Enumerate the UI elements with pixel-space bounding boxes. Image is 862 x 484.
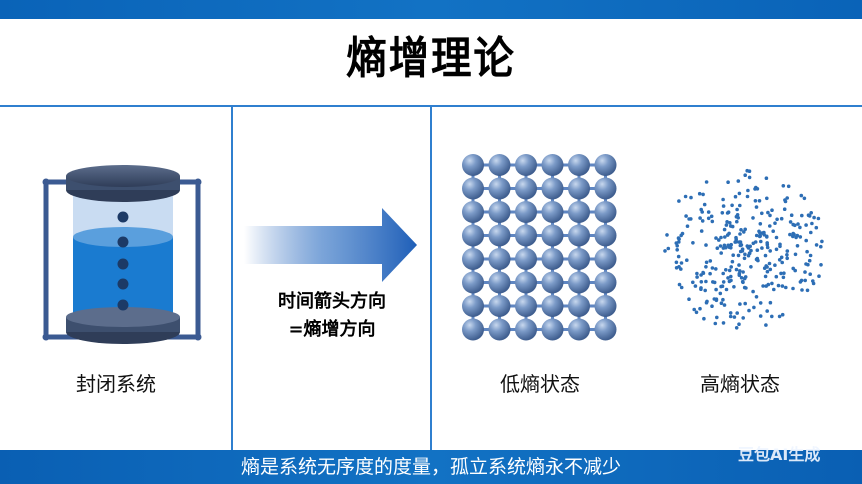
gradient-arrow-right-icon <box>244 208 417 282</box>
footer-bar <box>0 450 862 484</box>
lattice-sphere <box>488 248 511 270</box>
lattice-sphere <box>488 271 511 294</box>
time-arrow-label: 时间箭头方向 =熵增方向 <box>232 288 432 344</box>
time-arrow-line-1: 时间箭头方向 <box>278 291 386 312</box>
lattice-sphere <box>594 224 617 247</box>
header-divider <box>0 105 862 107</box>
lattice-sphere <box>462 201 484 223</box>
lattice-sphere <box>594 271 617 294</box>
lattice-sphere <box>541 318 564 341</box>
lattice-sphere <box>568 224 590 247</box>
lattice-sphere <box>488 295 511 317</box>
lattice-sphere <box>462 295 484 317</box>
lattice-sphere <box>462 177 484 200</box>
lattice-sphere <box>568 318 590 341</box>
lattice-sphere <box>541 201 564 223</box>
lattice-sphere <box>594 154 617 176</box>
lattice-sphere <box>488 201 511 223</box>
lattice-sphere <box>568 154 590 176</box>
scattered-particles-icon <box>663 168 824 330</box>
closed-system-label: 封闭系统 <box>76 372 156 396</box>
lattice-sphere <box>462 271 484 294</box>
panel-divider-1 <box>231 107 233 450</box>
lattice-sphere <box>594 318 617 341</box>
low-entropy-label: 低熵状态 <box>500 372 580 396</box>
lattice-sphere <box>568 177 590 200</box>
panel-divider-2 <box>430 107 432 450</box>
lattice-sphere <box>594 248 617 270</box>
lattice-sphere <box>462 248 484 270</box>
ordered-lattice-icon <box>462 154 617 341</box>
lattice-sphere <box>568 271 590 294</box>
lattice-sphere <box>462 154 484 176</box>
lattice-sphere <box>488 318 511 341</box>
lattice-sphere <box>568 248 590 270</box>
lattice-sphere <box>515 201 537 223</box>
lattice-sphere <box>568 295 590 317</box>
time-arrow-line-2: =熵增方向 <box>288 319 376 340</box>
lattice-sphere <box>541 154 564 176</box>
lattice-sphere <box>541 177 564 200</box>
lattice-sphere <box>541 224 564 247</box>
lattice-sphere <box>568 201 590 223</box>
footer-caption: 熵是系统无序度的度量，孤立系统熵永不减少 <box>240 456 621 478</box>
lattice-sphere <box>488 224 511 247</box>
lattice-sphere <box>488 154 511 176</box>
lattice-sphere <box>594 295 617 317</box>
lattice-sphere <box>515 177 537 200</box>
lattice-sphere <box>541 248 564 270</box>
lattice-sphere <box>515 318 537 341</box>
top-banner-bar <box>0 0 862 19</box>
lattice-sphere <box>541 271 564 294</box>
lattice-sphere <box>462 224 484 247</box>
lattice-sphere <box>462 318 484 341</box>
ai-watermark: 豆包AI生成 <box>738 445 821 464</box>
lattice-sphere <box>515 248 537 270</box>
lattice-sphere <box>515 154 537 176</box>
lattice-sphere <box>515 295 537 317</box>
sealed-cylinder-icon <box>42 165 202 344</box>
page-title: 熵增理论 <box>346 33 516 84</box>
lattice-sphere <box>515 271 537 294</box>
lattice-sphere <box>594 177 617 200</box>
lattice-sphere <box>515 224 537 247</box>
lattice-sphere <box>488 177 511 200</box>
lattice-sphere <box>594 201 617 223</box>
high-entropy-label: 高熵状态 <box>700 372 780 396</box>
lattice-sphere <box>541 295 564 317</box>
